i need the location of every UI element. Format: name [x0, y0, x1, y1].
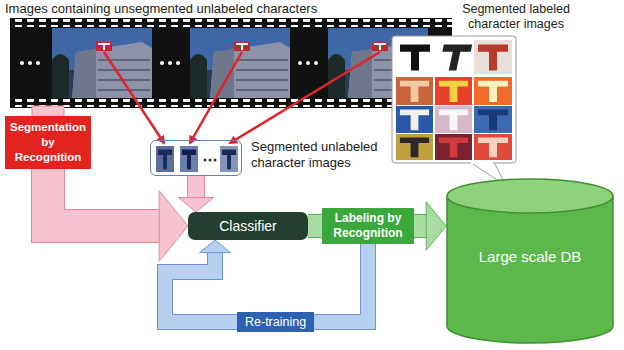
- segmentation-arrows: [104, 52, 380, 143]
- flow-arrow: [314, 244, 368, 322]
- caption-label: Segmented labeled character images: [448, 2, 584, 32]
- flow-arrow: [178, 176, 213, 212]
- node-label: Labeling by Recognition: [328, 211, 408, 241]
- node-label: Segmentation by Recognition: [9, 120, 87, 165]
- callout: [392, 36, 516, 186]
- image-group-box: Segmented unlabeled character images: [150, 140, 242, 176]
- flow-arrow: [48, 169, 188, 261]
- node-label: Large scale DB: [470, 248, 590, 267]
- film-strip: [10, 18, 452, 108]
- flow-arrow: [165, 240, 237, 322]
- process-label: Re-training: [237, 312, 314, 332]
- node-label: Re-training: [245, 315, 306, 329]
- node-label: Classifier: [200, 218, 296, 234]
- thumbnails: [156, 146, 238, 172]
- node-label: Segmented unlabeled character images: [251, 139, 391, 172]
- caption-label: Images containing unsegmented unlabeled …: [5, 1, 317, 16]
- process-label: Segmentation by Recognition: [5, 116, 91, 169]
- process-label: Labeling by Recognition: [322, 208, 414, 244]
- flow-arrow: [308, 226, 322, 227]
- classifier-box: Classifier: [188, 212, 308, 240]
- flow-arrow: [414, 202, 446, 250]
- database-cylinder: Large scale DB: [446, 178, 614, 344]
